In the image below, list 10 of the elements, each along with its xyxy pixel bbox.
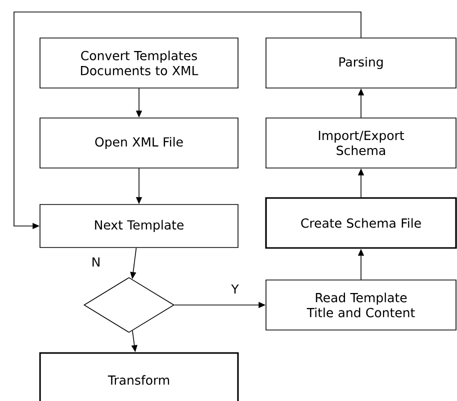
edge-label: N (90, 256, 102, 268)
process-box: Read Template Title and Content (266, 280, 456, 330)
process-box: Import/Export Schema (266, 118, 456, 168)
edge-label: Y (230, 283, 240, 295)
process-box: Parsing (266, 38, 456, 88)
process-box: Open XML File (40, 118, 238, 168)
process-box: Create Schema File (265, 197, 457, 249)
process-box: Convert Templates Documents to XML (40, 38, 238, 88)
process-box: Transform (39, 352, 239, 401)
process-box: Next Template (40, 204, 238, 248)
